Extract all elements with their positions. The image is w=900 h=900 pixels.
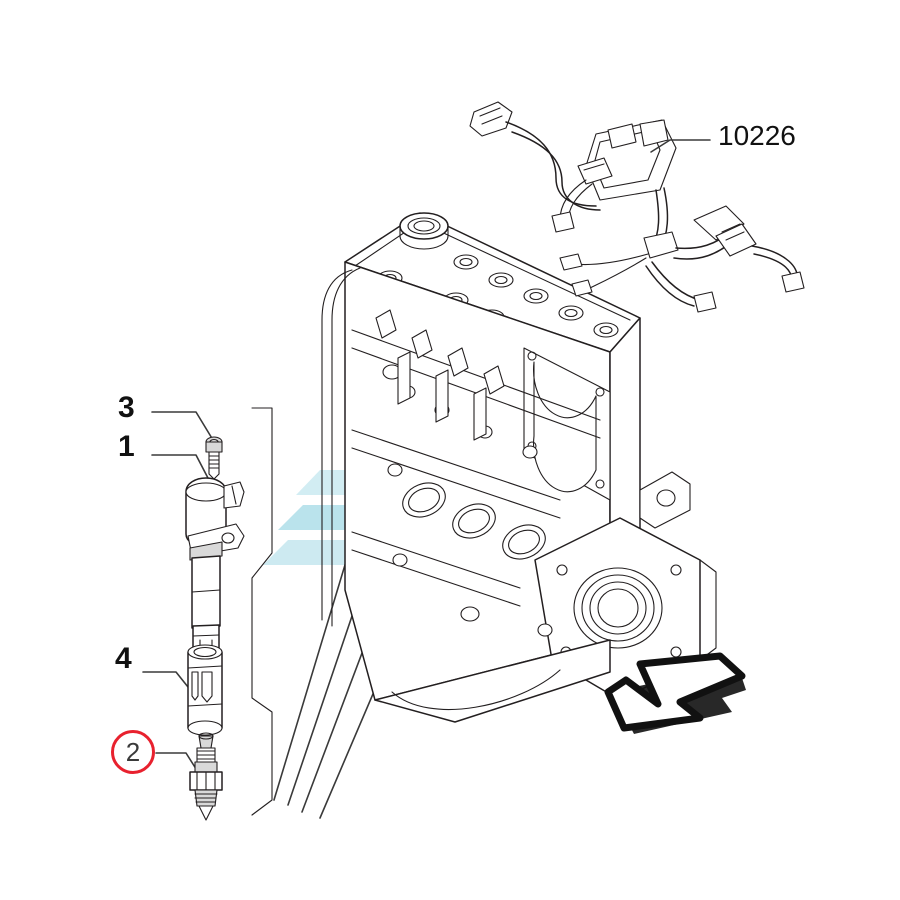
callout-label-2-circled[interactable]: 2 [111, 730, 155, 774]
zigzag-divider [251, 407, 273, 816]
wiring-harness [469, 101, 805, 313]
callout-label-10226[interactable]: 10226 [718, 120, 796, 151]
leader-line-3 [151, 411, 214, 441]
callout-label-4[interactable]: 4 [115, 642, 132, 675]
callout-label-1[interactable]: 1 [118, 430, 135, 463]
callout-label-2-text: 2 [125, 736, 141, 767]
part-injector-sleeve [187, 644, 223, 736]
leader-line-4 [142, 671, 193, 693]
cylinder-bores [402, 482, 546, 560]
engine-block [321, 212, 717, 723]
direction-arrow [604, 652, 746, 734]
leader-line-10226 [650, 139, 711, 153]
part-spark-plug [189, 732, 223, 821]
deck-recesses [375, 309, 505, 395]
deck-posts [397, 351, 487, 441]
leader-line-2 [155, 752, 199, 773]
part-socket-head-bolt [205, 436, 223, 480]
callout-label-3[interactable]: 3 [118, 391, 135, 424]
leader-line-1 [151, 454, 210, 481]
